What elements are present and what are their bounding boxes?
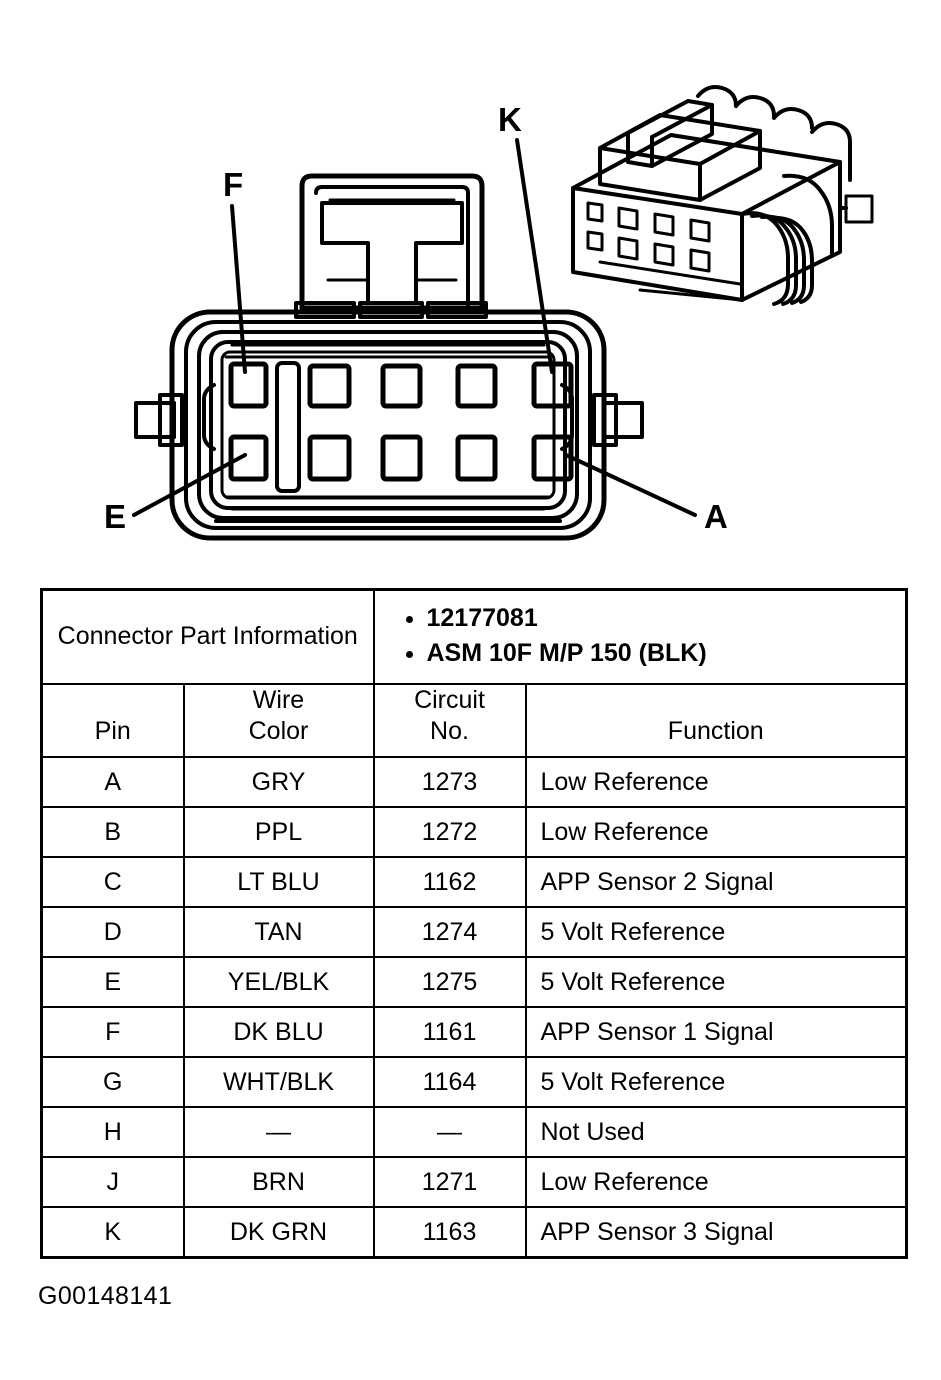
table-row: B PPL 1272 Low Reference [40,806,908,858]
right-latch-ear [592,393,644,447]
table-row: H — — Not Used [40,1106,908,1158]
cell-wire-color: WHT/BLK [182,1056,375,1108]
pin-cavity-J [455,363,498,409]
callout-label-f: F [223,166,244,203]
part-description: ASM 10F M/P 150 (BLK) [427,636,906,671]
cell-wire-color: PPL [182,806,375,858]
leader-line-K [515,138,554,374]
part-info-label: Connector Part Information [40,588,375,685]
column-header-pin: Pin [40,683,185,758]
cell-function: Low Reference [524,1156,908,1208]
cell-function: 5 Volt Reference [524,906,908,958]
column-header-wire-line1: Wire [252,686,305,714]
connector-latch-tower [294,173,488,319]
table-row: F DK BLU 1161 APP Sensor 1 Signal [40,1006,908,1058]
cell-function: Not Used [524,1106,908,1158]
cell-pin: K [40,1206,185,1259]
cell-pin: C [40,856,185,908]
cell-wire-color: GRY [182,756,375,808]
leader-line-A [564,453,697,517]
column-header-function-line2: Function [667,716,764,745]
table-row: G WHT/BLK 1164 5 Volt Reference [40,1056,908,1108]
pin-cavity-B [455,434,498,482]
cell-pin: H [40,1106,185,1158]
column-header-function: Function [524,683,908,758]
cell-function: APP Sensor 2 Signal [524,856,908,908]
pin-cavity-E [228,434,269,482]
cell-wire-color: — [182,1106,375,1158]
callout-label-e: E [104,498,127,535]
pin-cavity-G [307,363,352,409]
cell-circuit-no: 1271 [372,1156,527,1208]
left-latch-ear [134,393,184,447]
pin-cavity-F [228,361,269,409]
table-row: E YEL/BLK 1275 5 Volt Reference [40,956,908,1008]
cell-pin: E [40,956,185,1008]
column-header-pin-line2: Pin [94,716,131,745]
callout-label-a: A [704,498,729,535]
cell-pin: A [40,756,185,808]
connector-figure: F K E A [0,0,941,578]
leader-line-F [230,204,247,374]
callout-leader-lines [132,138,697,517]
table-row: K DK GRN 1163 APP Sensor 3 Signal [40,1206,908,1259]
pin-cavity-grid [228,361,574,482]
callout-label-k: K [498,101,523,138]
table-row: C LT BLU 1162 APP Sensor 2 Signal [40,856,908,908]
part-number: 12177081 [427,601,906,636]
cell-circuit-no: 1273 [372,756,527,808]
cell-function: Low Reference [524,806,908,858]
column-header-circuit-line2: No. [430,716,469,745]
part-info-label-line2: Information [232,621,358,650]
cell-pin: D [40,906,185,958]
connector-illustration [132,85,874,541]
cell-circuit-no: 1275 [372,956,527,1008]
leader-line-E [132,453,247,517]
cell-wire-color: YEL/BLK [182,956,375,1008]
part-info-row: Connector Part Information 12177081 ASM … [40,588,908,685]
cell-function: Low Reference [524,756,908,808]
cell-function: 5 Volt Reference [524,1056,908,1108]
column-header-circuit-no: Circuit No. [372,683,527,758]
cell-pin: J [40,1156,185,1208]
part-info-values: 12177081 ASM 10F M/P 150 (BLK) [372,588,908,685]
cell-circuit-no: 1163 [372,1206,527,1259]
cell-circuit-no: — [372,1106,527,1158]
connector-pinout-table: Connector Part Information 12177081 ASM … [40,588,908,1259]
cell-circuit-no: 1162 [372,856,527,908]
cell-wire-color: DK GRN [182,1206,375,1259]
cell-function: APP Sensor 1 Signal [524,1006,908,1058]
column-header-wire-line2: Color [248,716,309,745]
figure-id-label: G00148141 [38,1282,173,1310]
cell-circuit-no: 1164 [372,1056,527,1108]
column-header-wire-color: Wire Color [182,683,375,758]
cell-wire-color: TAN [182,906,375,958]
cell-wire-color: DK BLU [182,1006,375,1058]
cell-function: APP Sensor 3 Signal [524,1206,908,1259]
column-header-circuit-line1: Circuit [414,686,485,714]
part-info-label-line1: Connector Part [57,621,226,650]
cell-pin: G [40,1056,185,1108]
cell-circuit-no: 1274 [372,906,527,958]
cell-wire-color: BRN [182,1156,375,1208]
pin-cavity-C [380,434,423,482]
cell-function: 5 Volt Reference [524,956,908,1008]
table-row: D TAN 1274 5 Volt Reference [40,906,908,958]
cell-circuit-no: 1272 [372,806,527,858]
table-header-row: Pin Wire Color Circuit No. Function [40,683,908,758]
cell-pin: B [40,806,185,858]
table-row: J BRN 1271 Low Reference [40,1156,908,1208]
table-row: A GRY 1273 Low Reference [40,756,908,808]
connector-front-face-view [134,173,644,541]
connector-isometric-view [571,85,874,306]
cell-pin: F [40,1006,185,1058]
cell-circuit-no: 1161 [372,1006,527,1058]
pin-cavity-H [380,363,423,409]
cell-wire-color: LT BLU [182,856,375,908]
pin-cavity-D [307,434,352,482]
